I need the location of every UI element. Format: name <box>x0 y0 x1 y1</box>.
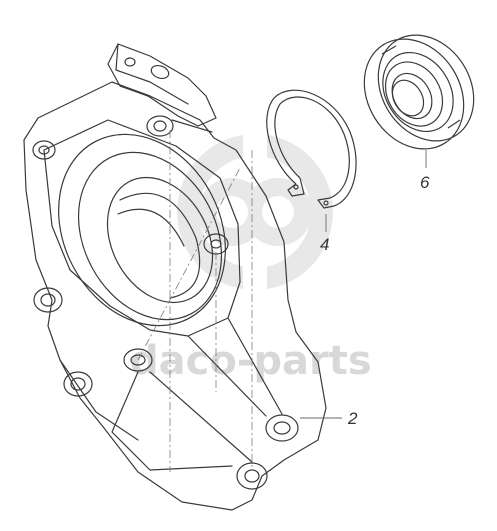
center-lines <box>137 130 253 472</box>
callout-2: 2 <box>300 409 358 428</box>
callout-4: 4 <box>320 214 329 254</box>
bearing-part <box>363 34 475 150</box>
housing-part <box>23 43 327 511</box>
snap-ring-part <box>266 89 357 209</box>
callout-2-number: 2 <box>347 409 358 428</box>
callout-4-number: 4 <box>320 235 329 254</box>
callout-6-number: 6 <box>420 173 430 192</box>
watermark-logo <box>177 134 333 290</box>
callout-6: 6 <box>420 150 430 192</box>
watermark-text: daco-parts <box>130 338 372 384</box>
